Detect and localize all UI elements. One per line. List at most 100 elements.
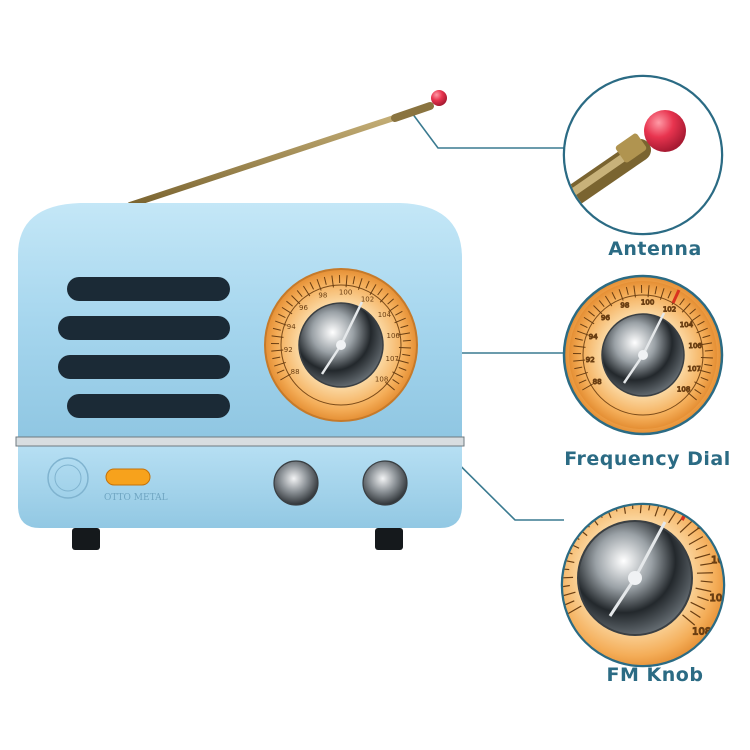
dial-scale-label: 106	[689, 342, 703, 350]
dial-tick	[687, 391, 697, 401]
dial-scale-label: 108	[677, 385, 690, 393]
dial-tick	[611, 291, 617, 300]
dial-scale-label: 107	[688, 365, 701, 373]
dial-tick	[694, 553, 711, 559]
dial-scale-label: 104	[378, 311, 392, 319]
dial-tick	[648, 505, 652, 511]
dial-tick	[379, 293, 389, 303]
dial-tick	[695, 544, 708, 551]
dial-tick	[402, 353, 411, 357]
dial-scale-label: 92	[284, 346, 293, 354]
dial-tick	[296, 290, 303, 297]
dial-tick	[659, 288, 665, 300]
dial-tick	[618, 289, 624, 301]
dial-tick	[563, 591, 576, 598]
dial-tick	[704, 363, 713, 367]
brand-text: OTTO METAL	[104, 493, 168, 503]
dial-tick	[395, 310, 403, 316]
volume-knob	[273, 460, 319, 506]
dial-tick	[647, 285, 650, 298]
antenna-label: Antenna	[608, 238, 702, 260]
dial-tick	[286, 300, 293, 307]
dial-scale-label: 88	[593, 378, 602, 386]
dial-tick	[588, 310, 595, 317]
dial-tick	[690, 601, 706, 610]
dial-scale-label: 108	[375, 375, 388, 383]
radio-base	[18, 446, 462, 528]
antenna-zoom-circle	[562, 74, 724, 236]
dial-tick	[593, 305, 603, 315]
dial-scale-label: 102	[663, 305, 676, 313]
dial-tick	[276, 369, 285, 374]
dial-tick	[700, 377, 709, 381]
dial-tick	[567, 605, 582, 615]
fm-knob-label: FM Knob	[606, 664, 704, 686]
dial-tick	[700, 580, 713, 583]
dial-tick	[574, 366, 583, 370]
radio-foot-right	[375, 528, 403, 550]
dial-tick	[563, 576, 574, 579]
dial-tick	[704, 349, 713, 352]
antenna-tip	[431, 90, 447, 106]
dial-tick	[696, 327, 708, 334]
dial-tick	[667, 290, 672, 299]
dial-tick	[394, 317, 406, 324]
dial-scale-label: 96	[299, 304, 308, 312]
dial-tick	[309, 281, 315, 290]
dial-tick	[689, 308, 696, 315]
dial-tick	[280, 373, 292, 381]
dial-tick	[700, 357, 713, 359]
dial-tick	[402, 339, 411, 342]
dial-tick	[654, 505, 661, 517]
dial-tick	[331, 275, 334, 288]
brand-logo	[47, 457, 89, 499]
dial-tick	[697, 320, 705, 326]
dial-tick	[697, 596, 709, 602]
dial-tick	[398, 367, 407, 371]
dial-tick	[277, 313, 286, 319]
dial-scale-label: 98	[620, 302, 629, 310]
dial-scale-label: 107	[386, 355, 399, 363]
dial-tick	[681, 303, 691, 313]
dial-tick	[365, 280, 370, 289]
dial-tick	[690, 314, 701, 323]
dial-tick	[679, 521, 693, 533]
dial-tick	[695, 587, 712, 593]
dial-tick	[576, 371, 588, 377]
dial-tick	[604, 295, 613, 307]
dial-scale-label: 104	[680, 321, 694, 329]
dial-tick	[387, 298, 394, 305]
dial-tick	[281, 306, 293, 315]
dial-tick	[598, 300, 605, 307]
dial-tick	[357, 278, 363, 290]
dial-tick	[302, 285, 311, 297]
dial-tick	[700, 342, 713, 346]
dial-tick	[272, 327, 281, 331]
frequency-dial-label: Frequency Dial	[564, 448, 731, 470]
radio-foot-left	[72, 528, 100, 550]
dial-tick	[385, 381, 395, 391]
dial-scale-label: 94	[589, 333, 598, 341]
dial-tick	[271, 335, 284, 338]
dial-tick	[272, 356, 281, 360]
dial-tick	[625, 286, 629, 295]
dial-scale-label: 94	[547, 541, 560, 552]
dial-tick	[316, 279, 322, 291]
dial-tick	[396, 359, 409, 364]
dial-tick	[573, 345, 586, 348]
dial-tick	[579, 323, 588, 329]
dial-tick	[388, 304, 399, 313]
antenna	[127, 90, 447, 208]
dial-tick	[577, 330, 589, 336]
dial-tick	[698, 369, 711, 374]
dial-tick	[398, 332, 411, 336]
dial-tick	[633, 285, 636, 298]
dial-tick	[275, 320, 287, 326]
dial-tick	[398, 347, 411, 349]
dial-scale-label: 98	[599, 489, 612, 500]
dial-tick	[583, 316, 595, 325]
dial-tick	[578, 379, 587, 384]
